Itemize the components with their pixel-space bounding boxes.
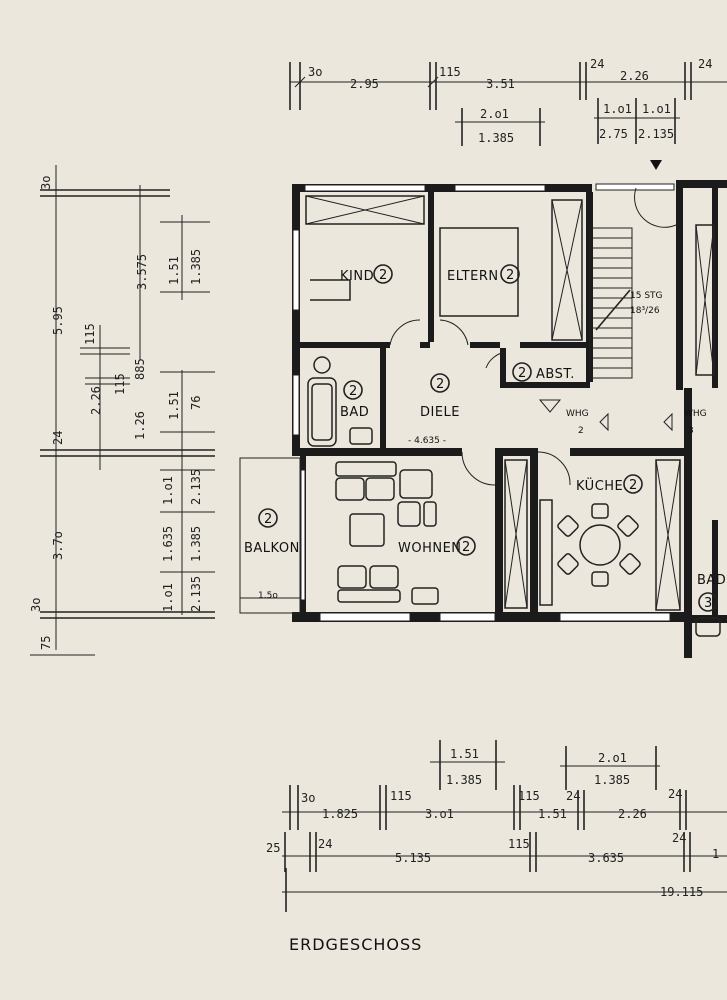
dim-top-351: 3.51 (486, 77, 515, 91)
dim-bottom-25: 25 (266, 841, 280, 855)
dim-left-3575: 3.575 (135, 254, 149, 290)
dim-bottom-5135: 5.135 (395, 851, 431, 865)
dim-bottom-win-b-1385: 1.385 (594, 773, 630, 787)
dim-left-115a: 115 (83, 323, 97, 345)
dim-left-2135b: 2.135 (189, 576, 203, 612)
dim-top-1385: 1.385 (478, 131, 514, 145)
stairs (589, 227, 633, 379)
top-dimension-chain: 3o 2.95 115 3.51 24 2.26 24 2.o1 1.385 1… (289, 57, 727, 170)
dim-left-3o-bottom: 3o (29, 598, 43, 612)
dim-left-101b: 1.o1 (161, 583, 175, 612)
left-dimension-chain: 3o 5.95 24 3.7o 3o 75 115 2.26 115 3.575… (29, 165, 215, 656)
dim-bottom-24c: 24 (318, 837, 332, 851)
dim-left-126: 1.26 (133, 411, 147, 440)
whg-b-label: WHG (684, 409, 707, 419)
dim-bottom-24a: 24 (566, 789, 580, 803)
dim-top-101b: 1.o1 (642, 102, 671, 116)
balkon-depth-dim: 1.5o (258, 591, 278, 601)
whg-b-num: 3 (688, 426, 694, 436)
whg-a-label: WHG (566, 409, 589, 419)
dim-left-151-win: 1.51 (167, 256, 181, 285)
dim-left-3o-top: 3o (39, 176, 53, 190)
dim-left-151: 1.51 (167, 391, 181, 420)
dim-left-370: 3.7o (51, 531, 65, 560)
dim-top-295: 2.95 (350, 77, 379, 91)
dim-top-2135: 2.135 (638, 127, 674, 141)
walls (239, 180, 727, 658)
dim-top-24a: 24 (590, 57, 604, 71)
entrance-arrow-icon (650, 160, 662, 170)
dim-left-1385-win: 1.385 (189, 249, 203, 285)
dim-left-595: 5.95 (51, 306, 65, 335)
dim-left-1635: 1.635 (161, 526, 175, 562)
fixtures (305, 187, 721, 637)
dim-left-2135a: 2.135 (189, 469, 203, 505)
room-kueche-label: KÜCHE (576, 477, 623, 494)
room-bad-label: BAD (340, 405, 369, 420)
dim-left-24: 24 (51, 431, 65, 445)
dim-top-275: 2.75 (599, 127, 628, 141)
dim-left-1385b: 1.385 (189, 526, 203, 562)
dim-bottom-1825: 1.825 (322, 807, 358, 821)
room-balkon-unit: 2 (264, 512, 273, 527)
dim-top-3o: 3o (308, 65, 322, 79)
dim-bottom-151: 1.51 (538, 807, 567, 821)
room-abst-label: ABST. (536, 367, 575, 382)
room-diele-label: DIELE (420, 405, 460, 420)
bottom-dimension-chain: 1.51 1.385 2.o1 1.385 3o 1.825 115 3.o1 … (266, 740, 727, 912)
dim-top-24b: 24 (698, 57, 712, 71)
dim-left-101a: 1.o1 (161, 476, 175, 505)
room-bad3-unit: 3 (704, 596, 713, 611)
diele-span-dim: - 4.635 - (408, 436, 446, 446)
dim-left-115b: 115 (113, 373, 127, 395)
stairs-count: 15 STG (630, 291, 663, 301)
room-eltern-unit: 2 (506, 268, 515, 283)
room-labels: KIND 2 ELTERN 2 2 BAD 2 DIELE - 4.635 - … (240, 264, 726, 612)
dim-bottom-win-a-151: 1.51 (450, 747, 479, 761)
dim-top-201: 2.o1 (480, 107, 509, 121)
dim-bottom-226: 2.26 (618, 807, 647, 821)
dim-bottom-win-a-1385: 1.385 (446, 773, 482, 787)
dim-left-76: 76 (189, 396, 203, 410)
dim-left-885: 885 (133, 358, 147, 380)
whg-a-num: 2 (578, 426, 584, 436)
room-diele-unit: 2 (436, 377, 445, 392)
room-wohnen-unit: 2 (462, 540, 471, 555)
dim-bottom-3o: 3o (301, 791, 315, 805)
dim-bottom-115a: 115 (390, 789, 412, 803)
dim-bottom-115c: 115 (508, 837, 530, 851)
page-title: ERDGESCHOSS (289, 935, 422, 954)
dim-top-226: 2.26 (620, 69, 649, 83)
dim-top-115: 115 (439, 65, 461, 79)
room-bad3-label: BAD (697, 573, 726, 588)
dim-bottom-24b: 24 (668, 787, 682, 801)
room-kind-label: KIND (340, 269, 374, 284)
room-kind-unit: 2 (379, 268, 388, 283)
room-kueche-unit: 2 (629, 478, 638, 493)
dim-left-226: 2.26 (89, 386, 103, 415)
stairs-ratio: 18³/26 (630, 306, 660, 316)
dim-bottom-24d: 24 (672, 831, 686, 845)
dim-bottom-total: 19.115 (660, 885, 703, 899)
dim-top-101a: 1.o1 (603, 102, 632, 116)
dim-bottom-3635: 3.635 (588, 851, 624, 865)
room-eltern-label: ELTERN (447, 269, 499, 284)
room-abst-unit: 2 (518, 366, 527, 381)
room-wohnen-label: WOHNEN (398, 541, 462, 556)
dim-bottom-301: 3.o1 (425, 807, 454, 821)
dim-bottom-1: 1 (712, 847, 719, 861)
dim-bottom-115b: 115 (518, 789, 540, 803)
room-bad-unit: 2 (349, 384, 358, 399)
room-balkon-label: BALKON (244, 541, 300, 556)
dim-left-75: 75 (39, 636, 53, 650)
dim-bottom-win-b-201: 2.o1 (598, 751, 627, 765)
